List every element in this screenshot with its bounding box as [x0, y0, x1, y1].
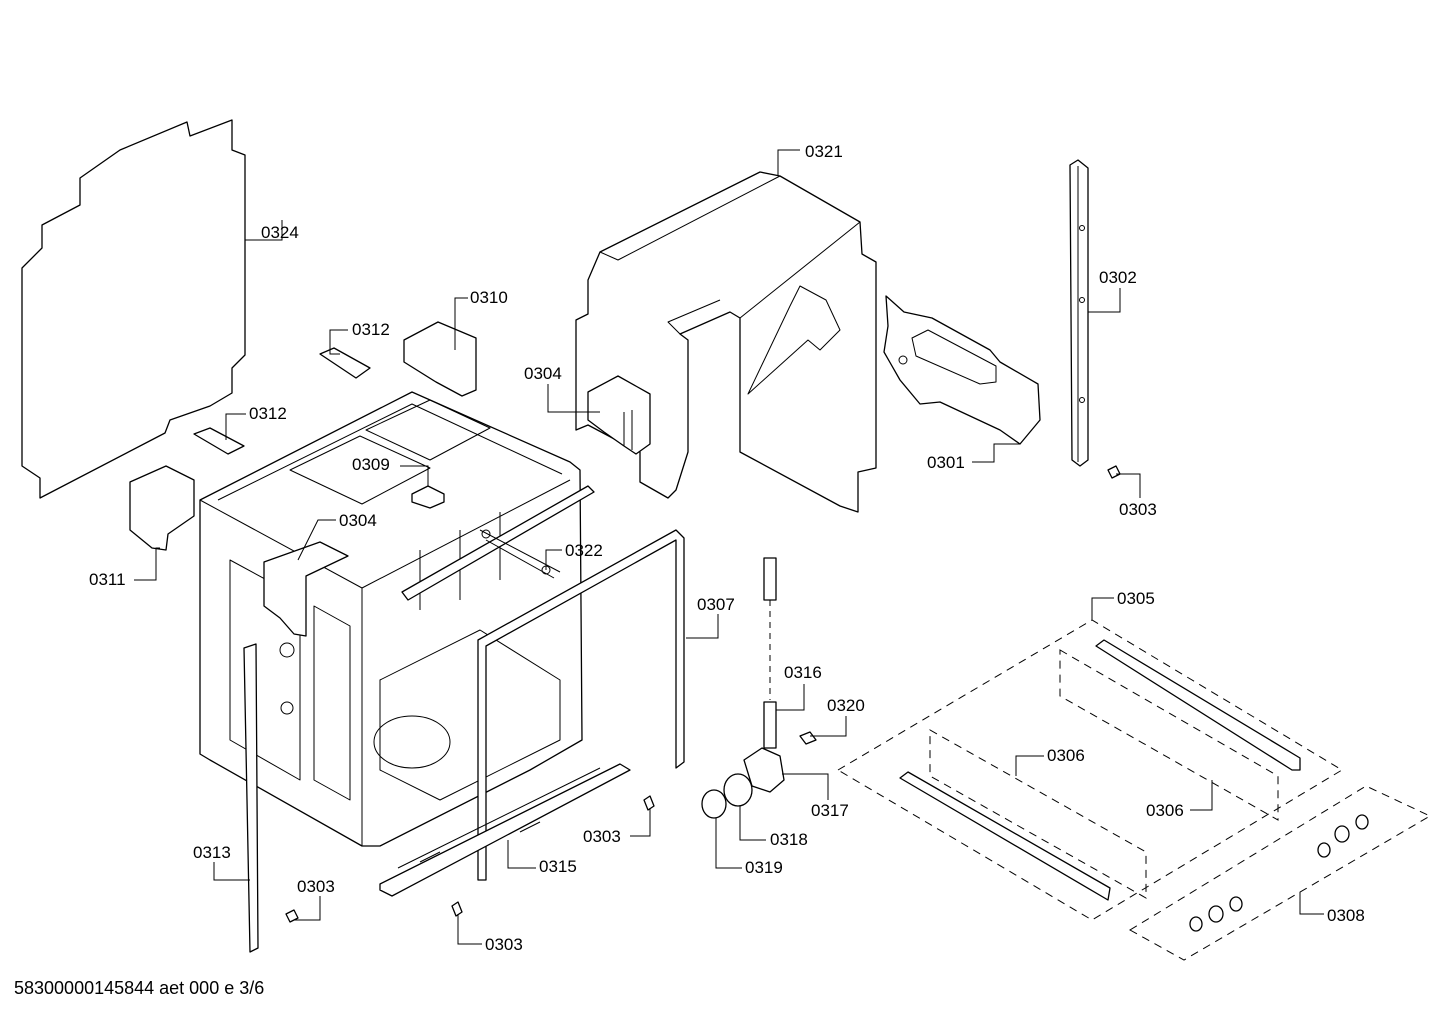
part-0301-rear-plate	[883, 295, 1041, 445]
drawing-reference-number: 58300000145844 aet 000 e 3/6	[14, 978, 265, 998]
label-0301: 0301	[927, 453, 965, 472]
part-0313-side-strip	[243, 643, 259, 953]
label-0315: 0315	[539, 857, 577, 876]
label-0304-left: 0304	[339, 511, 377, 530]
part-labels: 0324 0321 0310 0312 0312 0304 0304 0309 …	[89, 142, 1365, 954]
label-0316: 0316	[784, 663, 822, 682]
part-0324-insulation-panel	[21, 119, 246, 499]
part-0308-small-parts-set	[1129, 785, 1432, 961]
label-0306-upper: 0306	[1047, 746, 1085, 765]
part-0307-door-seal	[477, 529, 685, 881]
part-0304-bracket-left	[263, 541, 349, 637]
label-0302: 0302	[1099, 268, 1137, 287]
part-0322-upper-rail	[401, 485, 595, 601]
part-0316-hose	[763, 557, 777, 749]
label-0320: 0320	[827, 696, 865, 715]
part-0312-clip-lower	[193, 427, 245, 455]
label-0303-b: 0303	[583, 827, 621, 846]
leader-lines	[134, 149, 1324, 945]
part-0302-side-rail	[1069, 159, 1089, 467]
screw-0303-d	[451, 901, 463, 917]
part-0310-bracket	[403, 321, 477, 397]
screw-0303-a	[1107, 465, 1121, 479]
screw-0303-c	[285, 909, 299, 923]
label-0324: 0324	[261, 223, 299, 242]
part-0305-base-kit	[837, 619, 1343, 921]
label-0312-lower: 0312	[249, 404, 287, 423]
label-0317: 0317	[811, 801, 849, 820]
label-0308: 0308	[1327, 906, 1365, 925]
part-0320-screw	[799, 731, 817, 745]
label-0311: 0311	[89, 570, 126, 589]
label-0310: 0310	[470, 288, 508, 307]
label-0305: 0305	[1117, 589, 1155, 608]
label-0319: 0319	[745, 858, 783, 877]
part-0321-top-cover	[575, 171, 877, 513]
label-0303-d: 0303	[485, 935, 523, 954]
part-0304-bracket-right	[587, 375, 651, 455]
part-0312-clip-upper	[319, 347, 371, 379]
label-0306-lower: 0306	[1146, 801, 1184, 820]
part-0315-lower-strip	[379, 763, 631, 897]
part-0311-bracket	[129, 465, 195, 551]
label-0307: 0307	[697, 595, 735, 614]
label-0322: 0322	[565, 541, 603, 560]
screw-0303-b	[643, 795, 655, 811]
label-0312-upper: 0312	[352, 320, 390, 339]
label-0309: 0309	[352, 455, 390, 474]
label-0303-a: 0303	[1119, 500, 1157, 519]
part-0318-nut	[723, 773, 753, 807]
label-0321: 0321	[805, 142, 843, 161]
label-0318: 0318	[770, 830, 808, 849]
label-0304-right: 0304	[524, 364, 562, 383]
part-0319-ring	[701, 789, 727, 819]
label-0313: 0313	[193, 843, 231, 862]
label-0303-c: 0303	[297, 877, 335, 896]
